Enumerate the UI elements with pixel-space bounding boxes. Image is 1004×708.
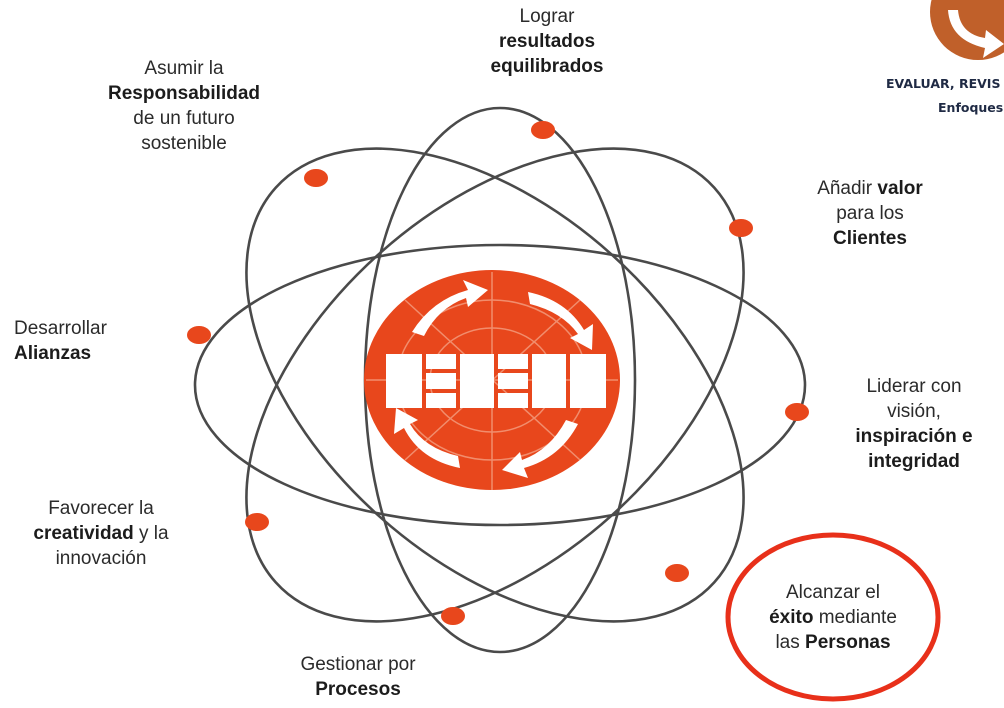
concept-line: Responsabilidad bbox=[84, 81, 284, 106]
concept-line: para los bbox=[790, 201, 950, 226]
orbit-nodes bbox=[187, 121, 809, 625]
concept-line: Liderar con bbox=[824, 374, 1004, 399]
concept-line: resultados bbox=[472, 29, 622, 54]
box-results-a bbox=[498, 354, 528, 369]
concept-line: Asumir la bbox=[84, 56, 284, 81]
node-resultados bbox=[531, 121, 555, 139]
concept-text: Liderar con bbox=[866, 376, 962, 397]
box-enablers-1 bbox=[386, 354, 422, 408]
concept-text: mediante bbox=[813, 607, 897, 628]
concept-keyword: Clientes bbox=[833, 228, 907, 249]
concept-text: sostenible bbox=[141, 133, 227, 154]
concept-text: Asumir la bbox=[144, 58, 224, 79]
node-alianzas bbox=[187, 326, 211, 344]
concept-text: innovación bbox=[55, 548, 147, 569]
concept-line: inspiración e bbox=[824, 424, 1004, 449]
concept-text: las bbox=[775, 632, 806, 653]
concept-line: Clientes bbox=[790, 226, 950, 251]
arrow-top-right bbox=[528, 292, 593, 350]
arrow-bottom-right bbox=[502, 420, 578, 478]
logo-title: EVALUAR, REVIS bbox=[886, 76, 1001, 91]
concept-keyword: Alianzas bbox=[14, 343, 92, 364]
concept-keyword: valor bbox=[877, 178, 923, 199]
node-liderar bbox=[785, 403, 809, 421]
box-process bbox=[460, 354, 494, 408]
concept-line: Favorecer la bbox=[6, 496, 196, 521]
concept-text: Gestionar por bbox=[300, 654, 416, 675]
concept-liderar: Liderar con visión, inspiración e integrida… bbox=[824, 374, 1004, 474]
concept-line: éxito mediante bbox=[745, 605, 921, 630]
box-key-results bbox=[532, 354, 566, 408]
concept-keyword: integridad bbox=[868, 451, 960, 472]
orbit-diagonal-left bbox=[245, 147, 745, 623]
concept-line: Gestionar por bbox=[278, 652, 438, 677]
orbit-diagonal-right bbox=[245, 147, 745, 623]
concept-keyword: Personas bbox=[805, 632, 891, 653]
concept-line: visión, bbox=[824, 399, 1004, 424]
node-personas bbox=[665, 564, 689, 582]
cycle-arrows bbox=[394, 280, 593, 478]
concept-responsabilidad: Asumir la Responsabilidad de un futuro sost… bbox=[84, 56, 284, 156]
concept-keyword: éxito bbox=[769, 607, 814, 628]
concept-text: y la bbox=[133, 523, 169, 544]
concept-line: Alianzas bbox=[14, 341, 154, 366]
concept-keyword: resultados bbox=[498, 31, 596, 52]
logo-subtitle: Enfoques bbox=[938, 100, 1004, 115]
concept-text: Lograr bbox=[519, 6, 575, 27]
logo-arrow-icon bbox=[948, 10, 1004, 58]
node-procesos bbox=[441, 607, 465, 625]
box-key-results-2 bbox=[570, 354, 606, 408]
concept-line: Lograr bbox=[472, 4, 622, 29]
concept-resultados: Lograr resultados equilibrados bbox=[472, 4, 622, 79]
orbit-horizontal bbox=[193, 243, 807, 527]
concept-text: Alcanzar el bbox=[786, 582, 880, 603]
highlight-ring-personas bbox=[725, 532, 941, 702]
concept-line: Alcanzar el bbox=[745, 580, 921, 605]
efqm-model-emblem bbox=[364, 270, 620, 490]
concept-line: equilibrados bbox=[472, 54, 622, 79]
concept-line: creatividad y la bbox=[6, 521, 196, 546]
concept-keyword: Responsabilidad bbox=[107, 83, 261, 104]
concept-line: Desarrollar bbox=[14, 316, 154, 341]
node-clientes bbox=[729, 219, 753, 237]
box-enablers-2b bbox=[426, 373, 456, 389]
concept-line: Procesos bbox=[278, 677, 438, 702]
box-results-c bbox=[498, 393, 528, 408]
concept-line: las Personas bbox=[745, 630, 921, 655]
corner-logo bbox=[930, 0, 1004, 60]
concept-keyword: creatividad bbox=[33, 523, 134, 544]
box-results-b bbox=[498, 373, 528, 389]
concept-keyword: inspiración e bbox=[855, 426, 973, 447]
orbit-group bbox=[193, 106, 807, 654]
concept-text: Favorecer la bbox=[48, 498, 154, 519]
concept-text: para los bbox=[836, 203, 904, 224]
node-creatividad bbox=[245, 513, 269, 531]
concept-text: visión, bbox=[887, 401, 941, 422]
concept-line: sostenible bbox=[84, 131, 284, 156]
arrow-top-left bbox=[412, 280, 488, 336]
concept-keyword: equilibrados bbox=[490, 56, 604, 77]
nine-box-model bbox=[386, 354, 606, 408]
concept-text: de un futuro bbox=[133, 108, 235, 129]
concept-line: integridad bbox=[824, 449, 1004, 474]
concept-line: innovación bbox=[6, 546, 196, 571]
box-enablers-2a bbox=[426, 354, 456, 369]
node-responsabilidad bbox=[304, 169, 328, 187]
concept-text: Desarrollar bbox=[14, 318, 107, 339]
concept-text: Añadir bbox=[817, 178, 878, 199]
concept-keyword: Procesos bbox=[315, 679, 401, 700]
concept-line: de un futuro bbox=[84, 106, 284, 131]
concept-line: Añadir valor bbox=[790, 176, 950, 201]
box-enablers-2c bbox=[426, 393, 456, 408]
arrow-bottom-left bbox=[394, 408, 460, 468]
